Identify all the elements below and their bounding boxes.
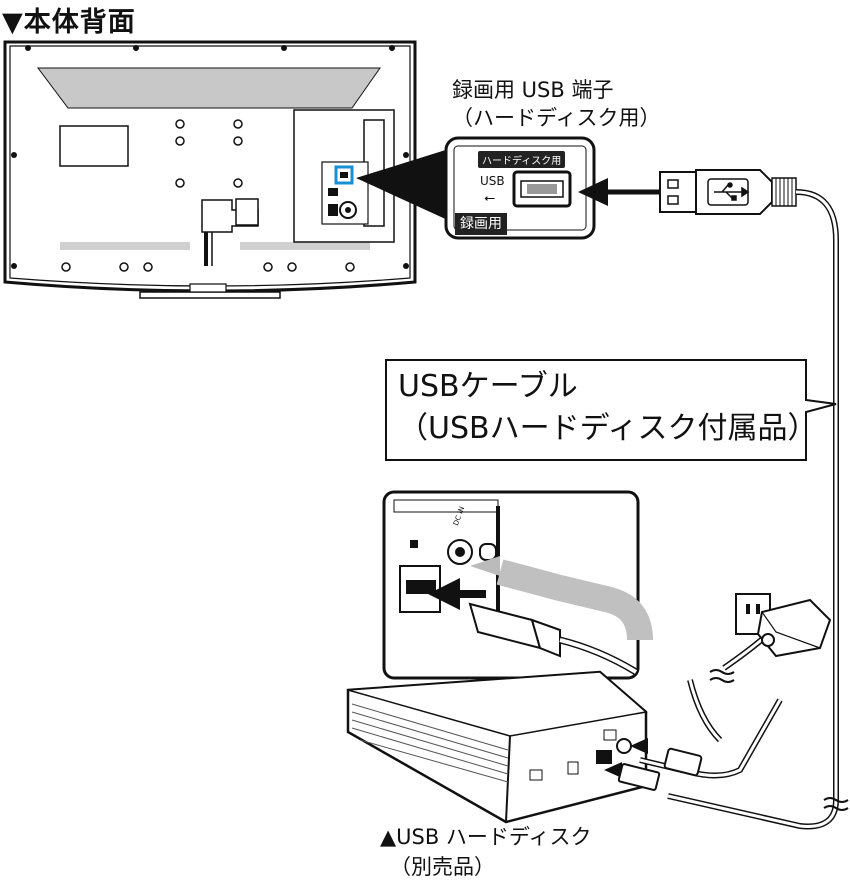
tv-back xyxy=(3,40,417,299)
hdd-label: ▲USB ハードディスク （別売品） xyxy=(380,822,591,882)
callout-wedge xyxy=(356,148,452,222)
usb-mini-label: USB xyxy=(480,174,505,188)
usb-hard-disk xyxy=(346,670,648,824)
hdd-chip-label: ハードディスク用 xyxy=(478,151,566,168)
hdd-inset xyxy=(382,490,653,680)
usb-terminal-label: 録画用 USB 端子 （ハードディスク用） xyxy=(452,76,661,132)
usb-cable-label: USBケーブル （USBハードディスク付属品） xyxy=(398,366,817,450)
usb-cable-label-line1: USBケーブル xyxy=(398,369,578,404)
page-title: ▼本体背面 xyxy=(2,7,136,38)
recording-tab: 録画用 xyxy=(455,213,507,235)
usb-symbol-icon: ⭠ xyxy=(484,190,496,206)
usb-a-connector xyxy=(578,169,797,215)
usb-terminal-label-line2: （ハードディスク用） xyxy=(452,106,661,130)
hdd-label-line2: （別売品） xyxy=(390,855,495,879)
usb-cable-label-line2: （USBハードディスク付属品） xyxy=(398,411,818,446)
power-plug-icon xyxy=(735,593,832,658)
usb-trident-icon xyxy=(714,182,750,201)
cable-label-box xyxy=(385,359,837,461)
usb-terminal-label-line1: 録画用 USB 端子 xyxy=(452,78,614,102)
hdd-label-line1: ▲USB ハードディスク xyxy=(380,825,592,849)
